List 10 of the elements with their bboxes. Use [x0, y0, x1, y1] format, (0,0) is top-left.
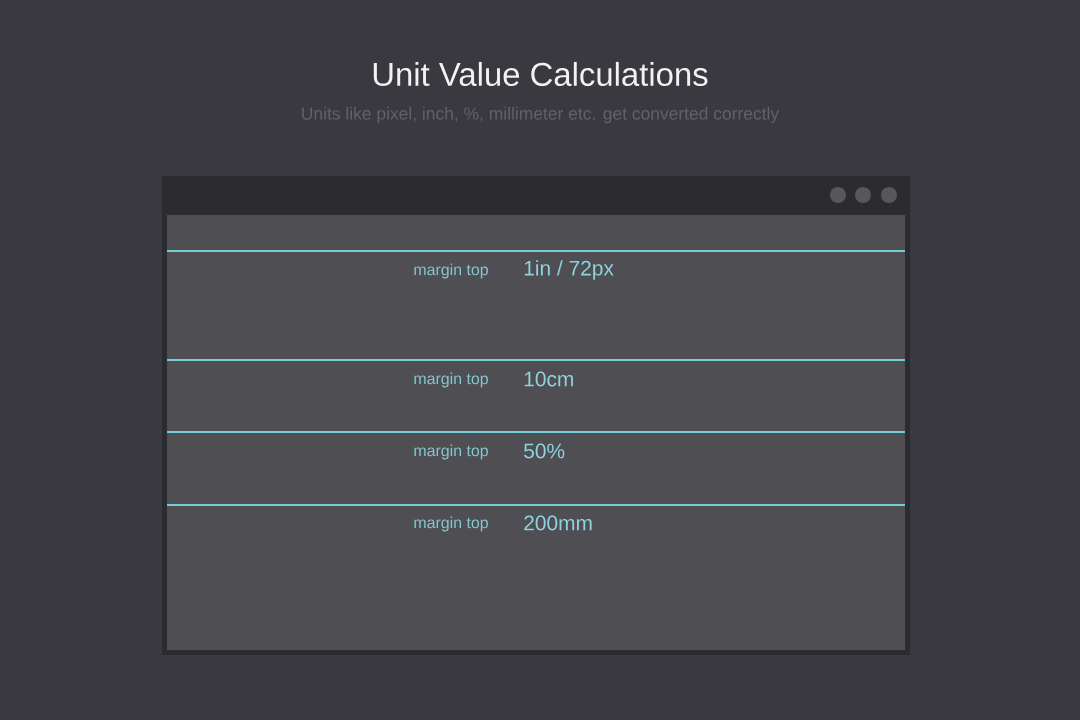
value-label: 10cm	[524, 371, 573, 387]
value-label: 1in / 72px	[524, 260, 614, 280]
value-label: 200mm	[524, 515, 592, 531]
field-label: margin top	[414, 516, 488, 532]
browser-window	[162, 176, 910, 655]
title: Unit Value Calculations	[373, 61, 708, 87]
field-label: margin top	[414, 263, 488, 279]
field-label: margin top	[414, 444, 488, 460]
field-label: margin top	[414, 372, 488, 388]
value-label: 50%	[524, 443, 565, 459]
